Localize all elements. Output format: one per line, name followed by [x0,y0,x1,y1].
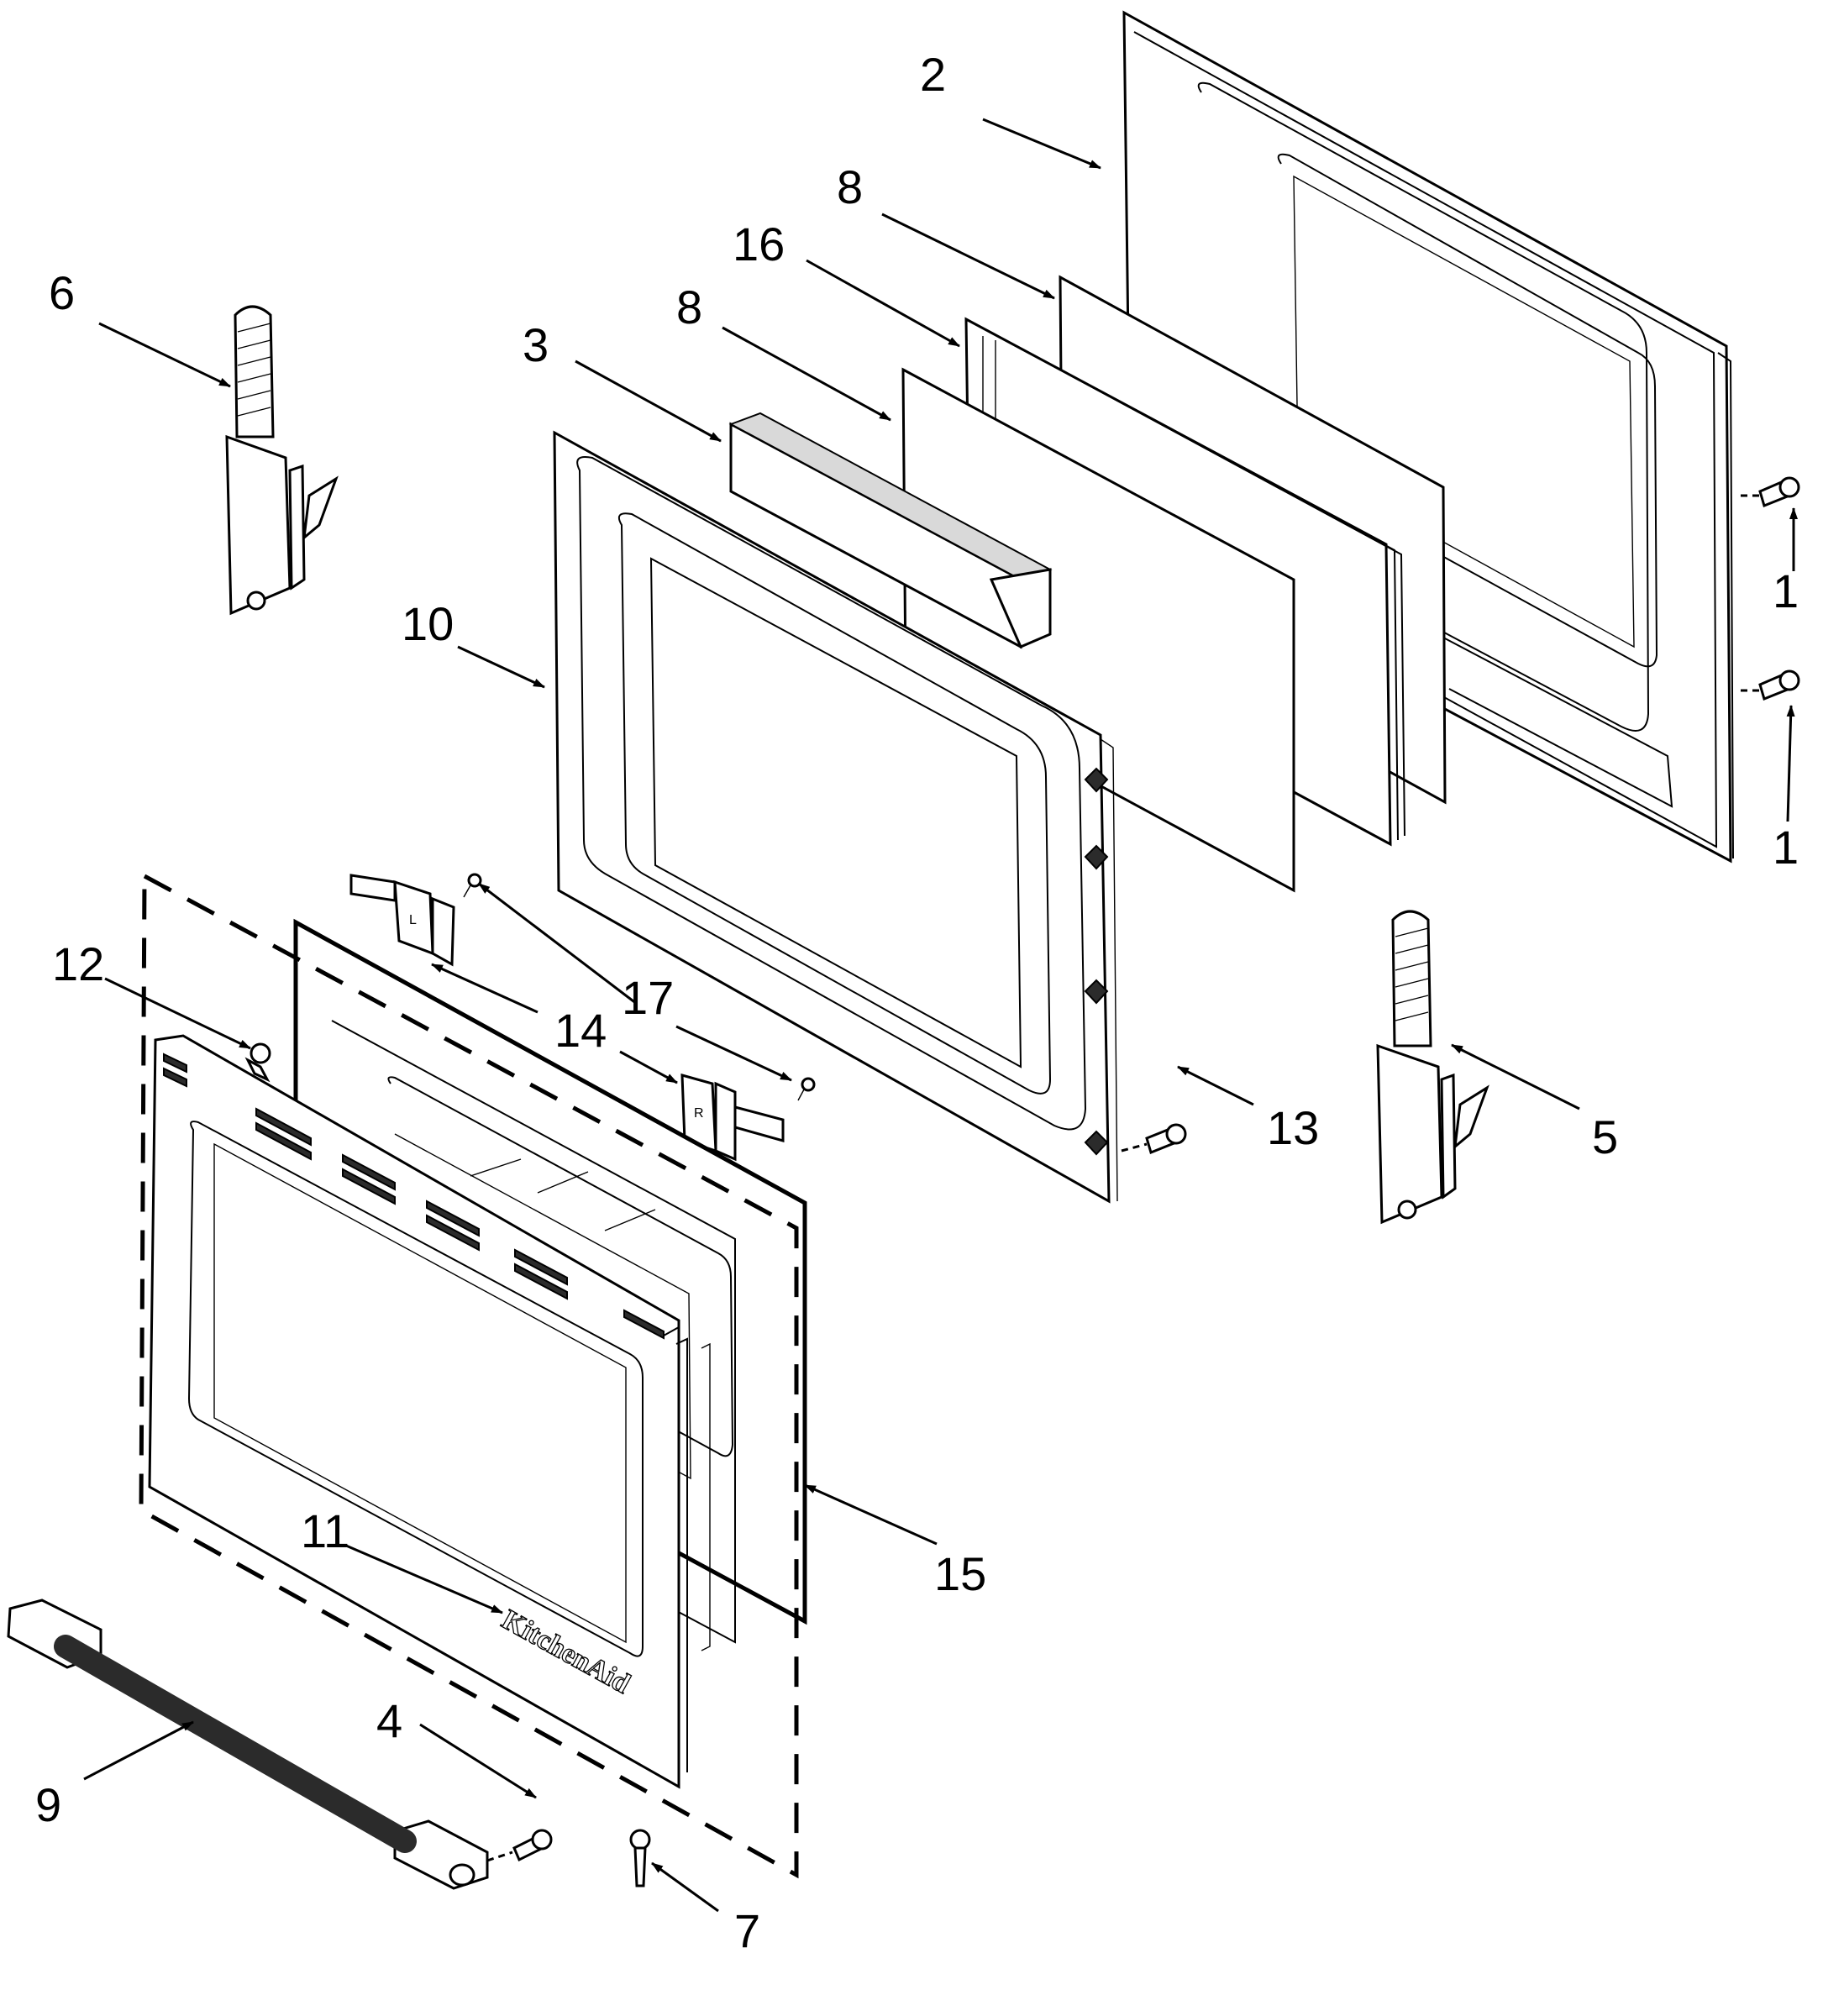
callout-17: 17 [622,971,674,1024]
screw-liner [1145,1123,1187,1155]
screw-upper [1758,476,1800,508]
callout-3: 3 [523,318,549,371]
screw-bottom [629,1829,651,1887]
bracket-left-label: L [409,913,417,927]
callout-labels: 2 8 16 8 3 6 10 1 1 17 14 12 13 5 15 11 … [35,48,1799,1957]
callout-13: 13 [1267,1101,1319,1154]
callout-1-upper: 1 [1773,564,1799,617]
screw-handle [512,1829,553,1862]
callout-1-lower: 1 [1773,821,1799,874]
callout-8-lower: 8 [676,281,702,333]
callout-11: 11 [301,1504,349,1557]
callout-5: 5 [1592,1110,1618,1163]
callout-16: 16 [733,218,785,270]
hinge-right [1376,910,1489,1225]
callout-7: 7 [734,1904,760,1957]
screw-lower [1758,669,1800,701]
screw-vent [244,1042,271,1083]
callout-15: 15 [934,1547,986,1600]
hinge-bracket-right: R [680,1074,785,1162]
hinge-left [225,305,339,616]
callout-10: 10 [402,597,454,650]
door-handle [7,1599,489,1890]
callout-12: 12 [52,937,104,990]
callout-9: 9 [35,1778,61,1831]
door-insulation [728,412,1053,649]
vent-slots [163,1053,665,1340]
callout-8-upper: 8 [837,160,863,213]
door-assembly-outline [139,872,799,1879]
hinge-bracket-left: L [349,874,455,967]
callout-14: 14 [554,1004,607,1057]
callout-2: 2 [920,48,946,101]
outer-door-panel: KitchenAid [148,1034,711,1789]
leader-lines [83,118,1798,1913]
screw-bracket-left [463,873,482,898]
bracket-right-label: R [694,1106,704,1121]
callout-6: 6 [49,266,75,319]
inner-door-panel [1122,10,1734,864]
callout-4: 4 [376,1694,402,1747]
inner-door-liner [553,430,1118,1204]
screw-bracket-right [797,1077,816,1101]
